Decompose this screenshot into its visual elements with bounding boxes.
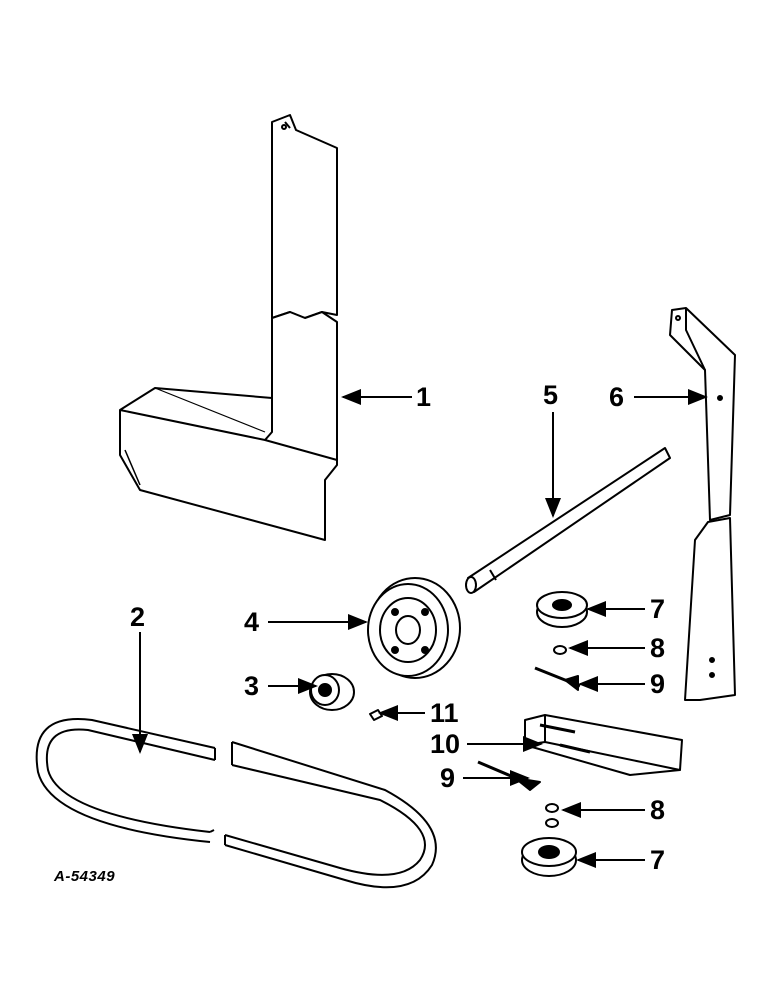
spacer-upper bbox=[553, 645, 567, 655]
large-pulley bbox=[367, 577, 461, 679]
belt-guard-shield bbox=[119, 114, 338, 541]
callout-11: 11 bbox=[430, 698, 459, 728]
callout-3: 3 bbox=[244, 671, 260, 701]
idler-pulley-upper bbox=[536, 591, 588, 628]
callout-8-lower: 8 bbox=[650, 795, 666, 825]
callout-8-upper: 8 bbox=[650, 633, 666, 663]
bolt-lower bbox=[477, 760, 541, 791]
callout-9-lower: 9 bbox=[440, 763, 456, 793]
callout-9-upper: 9 bbox=[650, 669, 666, 699]
spacer-lower bbox=[545, 803, 559, 828]
callout-7-lower: 7 bbox=[650, 845, 666, 875]
callout-5: 5 bbox=[543, 380, 559, 410]
v-belt bbox=[35, 718, 437, 889]
idler-bracket bbox=[524, 714, 683, 776]
shaft bbox=[465, 447, 671, 594]
callout-2: 2 bbox=[130, 602, 146, 632]
callout-10: 10 bbox=[430, 729, 461, 759]
drawing-id-label: A-54349 bbox=[54, 868, 116, 885]
idler-pulley-lower bbox=[521, 837, 577, 877]
bolt-upper bbox=[534, 666, 581, 691]
callout-1: 1 bbox=[416, 382, 432, 412]
callout-7-upper: 7 bbox=[650, 594, 666, 624]
key bbox=[369, 709, 383, 721]
callout-6: 6 bbox=[609, 382, 625, 412]
support-arm bbox=[669, 307, 736, 701]
callout-4: 4 bbox=[244, 607, 260, 637]
small-pulley bbox=[309, 673, 355, 711]
